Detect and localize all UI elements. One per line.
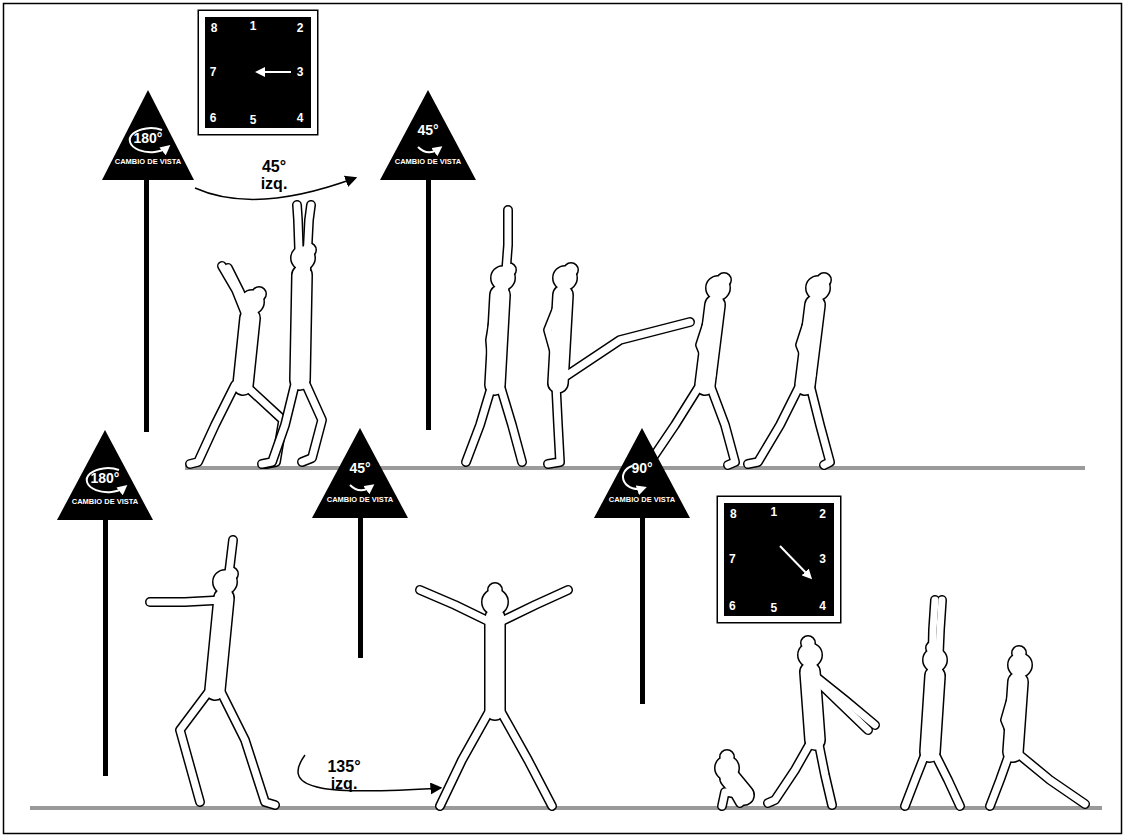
clock-number: 7	[210, 66, 217, 78]
gymnast-outline	[719, 754, 745, 806]
gymnast-outline	[190, 266, 283, 464]
sign-caption: CAMBIO DE VISTA	[380, 158, 476, 166]
floor-line	[30, 806, 1102, 810]
gymnast-fill	[262, 205, 322, 464]
degree-label: 45°	[312, 461, 408, 475]
view-change-sign: 180° CAMBIO DE VISTA	[57, 430, 153, 520]
sign-pole	[103, 516, 108, 776]
gymnast-outline	[150, 540, 275, 805]
frame	[4, 4, 1122, 834]
gymnast-outline	[466, 210, 522, 462]
degree-label: 90°	[594, 461, 690, 475]
rotation-arrow	[130, 128, 168, 152]
gymnast-fill	[640, 277, 735, 465]
sign-triangle-shape	[57, 430, 153, 520]
orientation-clock: 8 1 2 7 3 6 5 4	[724, 503, 834, 616]
sign-triangle-shape	[594, 428, 690, 518]
clock-number: 8	[211, 22, 218, 34]
degree-label: 45°	[380, 123, 476, 137]
rotation-arrow	[418, 147, 440, 152]
clock-number: 5	[770, 602, 777, 614]
clock-number: 8	[730, 508, 737, 520]
gymnast-outline	[748, 277, 830, 465]
sign-pole	[640, 516, 645, 704]
sign-pole	[144, 178, 149, 432]
clock-number: 1	[250, 20, 257, 32]
gymnast-outline	[905, 600, 960, 806]
clock-number: 5	[250, 114, 257, 126]
gymnast-fill	[150, 540, 275, 805]
clock-number: 4	[297, 112, 304, 124]
sign-pole	[358, 516, 363, 658]
gymnast-fill	[466, 210, 522, 462]
degree-label: 180°	[102, 131, 194, 145]
clock-number: 3	[297, 66, 304, 78]
view-change-sign: 45° CAMBIO DE VISTA	[312, 428, 408, 518]
clock-number: 6	[729, 600, 736, 612]
gymnast-fill	[905, 600, 960, 806]
gymnast-fill	[719, 754, 745, 806]
view-change-sign: 45° CAMBIO DE VISTA	[380, 90, 476, 180]
rotation-symbols	[87, 128, 644, 492]
turn-arrow	[298, 755, 440, 791]
sign-caption: CAMBIO DE VISTA	[57, 498, 153, 506]
sign-triangle-shape	[312, 428, 408, 518]
clock-number: 7	[729, 553, 736, 565]
orientation-clock: 8 1 2 7 3 6 5 4	[205, 17, 311, 128]
rotation-label: 135° izq.	[318, 758, 370, 792]
rotation-arrow	[87, 468, 125, 492]
sign-pole	[426, 178, 431, 430]
rotation-arrow	[623, 466, 644, 489]
gymnast-outline	[768, 640, 875, 805]
gymnast-outline	[640, 277, 735, 465]
orientation-arrow	[258, 71, 291, 73]
rotation-arrow	[350, 485, 372, 490]
view-change-sign: 90° CAMBIO DE VISTA	[594, 428, 690, 518]
sign-caption: CAMBIO DE VISTA	[102, 158, 194, 166]
gymnast-figures	[150, 205, 1085, 806]
gymnast-fill	[420, 587, 568, 806]
gymnast-fill	[990, 650, 1085, 806]
clock-number: 2	[297, 22, 304, 34]
orientation-arrow	[780, 546, 810, 577]
gymnast-outline	[420, 587, 568, 806]
view-change-sign: 180° CAMBIO DE VISTA	[102, 90, 194, 180]
gymnast-outline	[990, 650, 1085, 806]
gymnast-outline	[262, 205, 322, 464]
gymnast-fill	[748, 277, 830, 465]
clock-arrows	[258, 72, 810, 577]
sign-caption: CAMBIO DE VISTA	[312, 496, 408, 504]
gymnast-fill	[190, 266, 283, 464]
sign-caption: CAMBIO DE VISTA	[594, 496, 690, 504]
sign-triangle-shape	[380, 90, 476, 180]
clock-number: 3	[819, 553, 826, 565]
degree-label: 180°	[57, 471, 153, 485]
gymnast-fill	[768, 640, 875, 805]
rotation-label: 45° izq.	[250, 158, 298, 192]
clock-number: 6	[210, 112, 217, 124]
clock-number: 2	[819, 508, 826, 520]
sign-triangle-shape	[102, 90, 194, 180]
clock-number: 4	[819, 600, 826, 612]
clock-number: 1	[770, 506, 777, 518]
